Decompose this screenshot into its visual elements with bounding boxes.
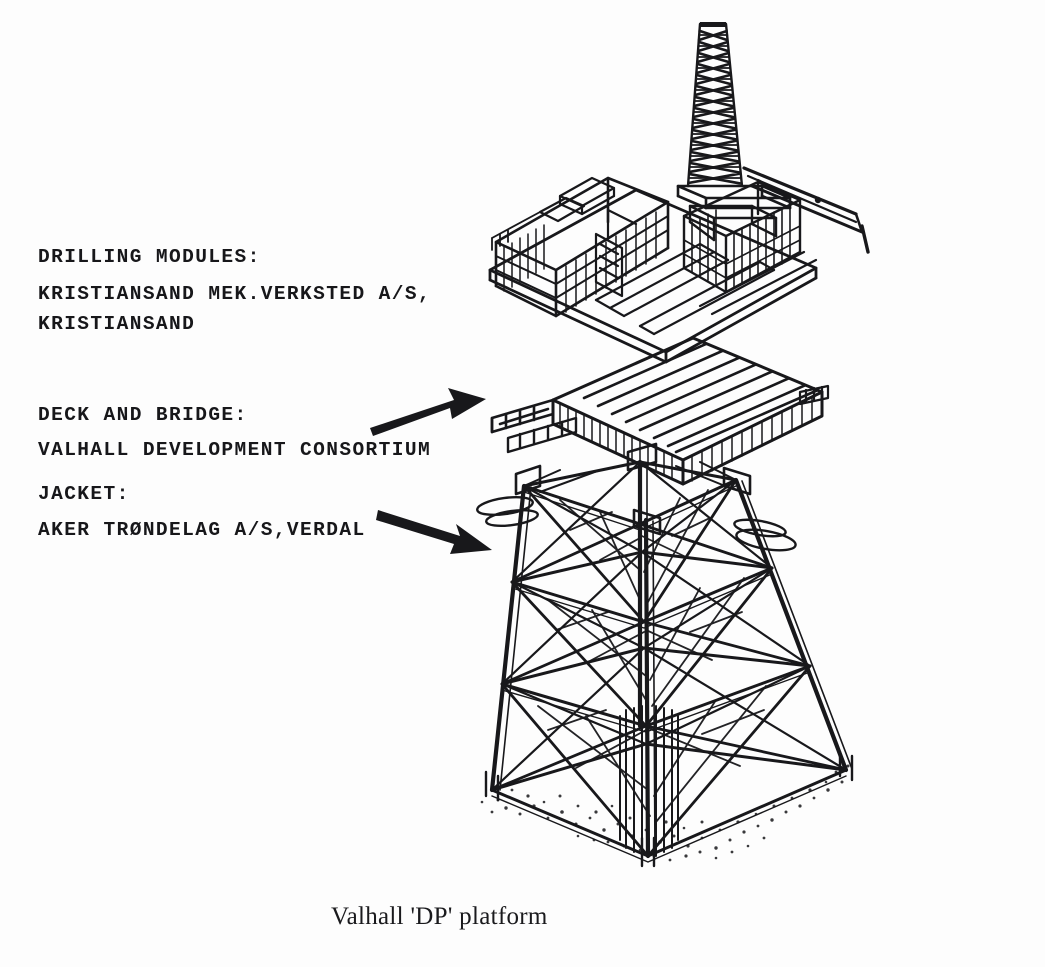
drilling-modules-module bbox=[488, 22, 870, 364]
process-module-right bbox=[682, 180, 802, 294]
jacket-x-bracing-back-right bbox=[638, 460, 848, 772]
jacket-legs bbox=[489, 459, 849, 859]
jacket-secondary-bracing bbox=[537, 489, 767, 823]
bridge-stub-lower bbox=[506, 416, 578, 454]
annotation-jacket-line1: JACKET: bbox=[38, 483, 130, 505]
topside-deck bbox=[488, 188, 818, 364]
conductor-pipes bbox=[619, 705, 679, 857]
jacket-structure bbox=[476, 442, 854, 868]
annotation-jacket-line2: AKER TRØNDELAG A/S,VERDAL bbox=[38, 519, 366, 541]
jacket-horizontal-bracing bbox=[490, 460, 848, 858]
annotation-drilling-modules-line1: DRILLING MODULES: bbox=[38, 246, 261, 268]
arrow-to-deck bbox=[370, 388, 486, 436]
boat-landing-rings bbox=[476, 495, 797, 552]
jacket-x-bracing-right bbox=[638, 478, 848, 858]
accommodation-block bbox=[494, 176, 670, 318]
annotation-deck-and-bridge-line2: VALHALL DEVELOPMENT CONSORTIUM bbox=[38, 439, 432, 461]
jacket-top-fittings bbox=[514, 442, 752, 536]
seabed-stipple bbox=[480, 764, 850, 862]
topside-railings bbox=[491, 211, 541, 251]
bridge-stub bbox=[490, 398, 555, 434]
derrick-tower bbox=[676, 22, 792, 242]
topside-pipe-racks bbox=[594, 242, 818, 336]
crane-boom bbox=[742, 166, 870, 254]
arrow-to-jacket bbox=[376, 510, 492, 554]
jacket-x-bracing-left bbox=[490, 484, 650, 858]
annotation-drilling-modules-line3: KRISTIANSAND bbox=[38, 313, 196, 335]
annotation-deck-and-bridge-line1: DECK AND BRIDGE: bbox=[38, 404, 248, 426]
topside-gantry bbox=[594, 208, 638, 298]
annotation-drilling-modules-line2: KRISTIANSAND MEK.VERKSTED A/S, bbox=[38, 283, 432, 305]
pile-sleeves bbox=[484, 750, 854, 868]
jacket-x-bracing-back-left bbox=[490, 460, 648, 792]
deck-and-bridge-module bbox=[490, 336, 830, 486]
figure-caption: Valhall 'DP' platform bbox=[331, 903, 548, 930]
